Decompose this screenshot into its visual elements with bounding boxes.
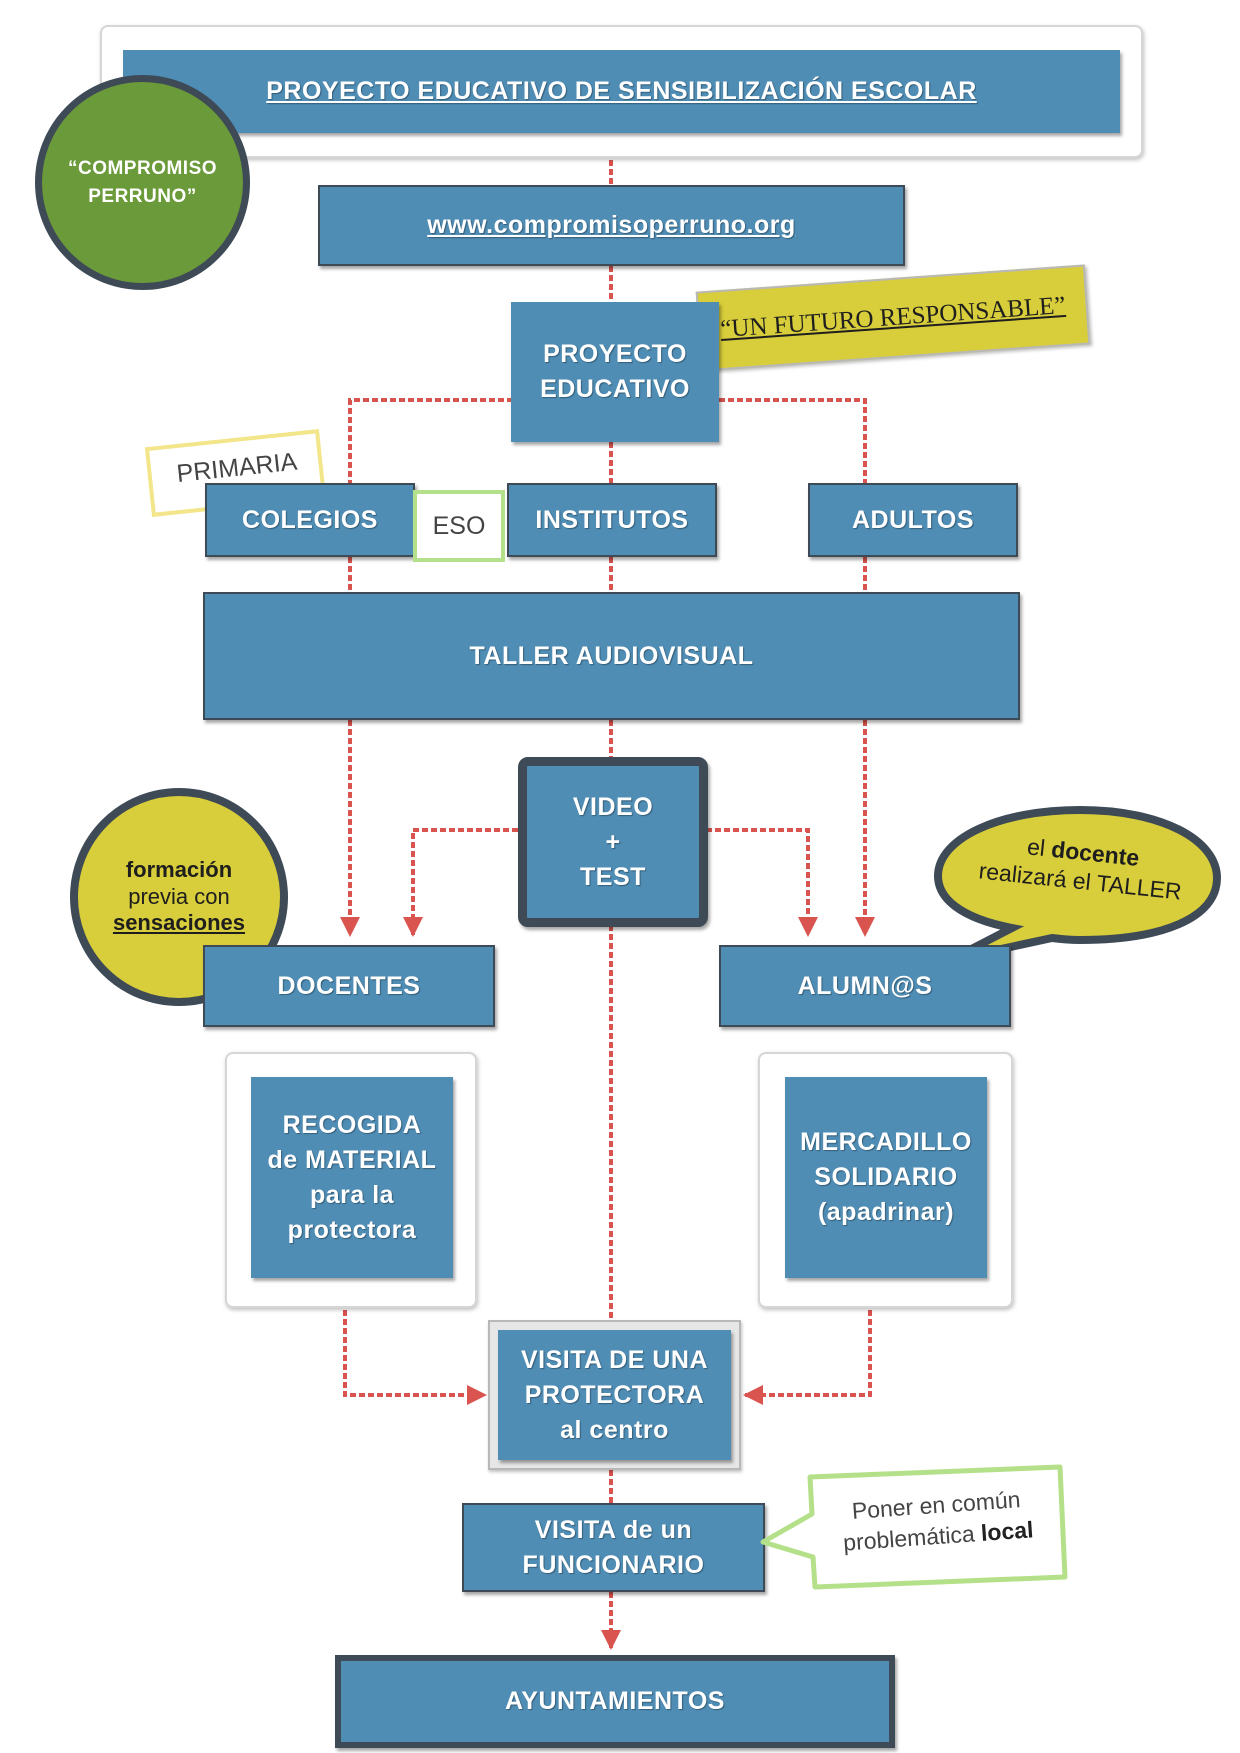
- colegios-box: COLEGIOS: [205, 483, 415, 557]
- website-box: www.compromisoperruno.org: [318, 185, 905, 266]
- formacion-line-3: sensaciones: [112, 910, 246, 936]
- taller-audiovisual-box: TALLER AUDIOVISUAL: [203, 592, 1020, 720]
- website-link[interactable]: www.compromisoperruno.org: [427, 211, 796, 239]
- recogida-line-4: protectora: [287, 1215, 417, 1244]
- taller-label: TALLER AUDIOVISUAL: [469, 641, 754, 670]
- local-note-line-2b: local: [980, 1516, 1035, 1547]
- docente-line-1a: el: [1025, 833, 1053, 862]
- recogida-line-2: de MATERIAL: [267, 1145, 437, 1174]
- docentes-box: DOCENTES: [203, 945, 495, 1027]
- badge-line-1: “COMPROMISO: [67, 157, 218, 179]
- colegios-label: COLEGIOS: [242, 505, 378, 534]
- formacion-note: formación previa con sensaciones: [70, 788, 288, 1006]
- arrow-video-to-docentes: [403, 828, 518, 937]
- local-note-line-2a: problemática: [842, 1520, 982, 1556]
- visita-protectora-line-2: PROTECTORA: [524, 1380, 705, 1409]
- project-line-2: EDUCATIVO: [540, 375, 690, 403]
- alumnos-label: ALUMN@S: [797, 971, 933, 1000]
- page-title: PROYECTO EDUCATIVO DE SENSIBILIZACIÓN ES…: [266, 77, 977, 105]
- adultos-box: ADULTOS: [808, 483, 1018, 557]
- speech-bubble-icon: [933, 805, 1222, 964]
- visita-protectora-line-3: al centro: [560, 1415, 669, 1444]
- alumnos-box: ALUMN@S: [719, 945, 1011, 1027]
- line-project-to-adultos: [719, 398, 867, 483]
- eso-label: ESO: [432, 511, 486, 540]
- compromiso-perruno-badge: “COMPROMISO PERRUNO”: [35, 75, 250, 290]
- visita-protectora-line-1: VISITA DE UNA: [520, 1345, 709, 1374]
- video-line: VIDEO: [572, 792, 654, 821]
- mercadillo-line-2: SOLIDARIO: [814, 1163, 958, 1191]
- eso-tag: ESO: [413, 490, 505, 562]
- slogan-text: “UN FUTURO RESPONSABLE”: [719, 291, 1067, 344]
- mercadillo-line-3: (apadrinar): [817, 1198, 955, 1226]
- funcionario-line-1: VISITA de un: [534, 1515, 693, 1544]
- funcionario-line-2: FUNCIONARIO: [522, 1550, 705, 1579]
- arrow-mercadillo-to-visita: [743, 1310, 872, 1405]
- video-test-box: VIDEO + TEST: [518, 757, 708, 927]
- proyecto-educativo-box: PROYECTO EDUCATIVO: [511, 302, 719, 442]
- local-note-bubble-icon: [760, 1464, 1068, 1590]
- badge-line-2: PERRUNO”: [88, 185, 197, 207]
- recogida-line-3: para la: [309, 1180, 395, 1209]
- docentes-label: DOCENTES: [277, 971, 421, 1000]
- mercadillo-line-1: MERCADILLO: [800, 1128, 972, 1156]
- project-line-1: PROYECTO: [543, 340, 687, 368]
- recogida-box: RECOGIDA de MATERIAL para la protectora: [251, 1077, 453, 1278]
- primaria-label: PRIMARIA: [175, 447, 299, 489]
- plus-line: +: [605, 827, 621, 856]
- visita-funcionario-box: VISITA de un FUNCIONARIO: [462, 1503, 765, 1592]
- institutos-label: INSTITUTOS: [535, 505, 689, 534]
- ayuntamientos-box: AYUNTAMIENTOS: [335, 1655, 895, 1748]
- recogida-line-1: RECOGIDA: [282, 1110, 422, 1139]
- adultos-label: ADULTOS: [851, 505, 975, 534]
- arrow-video-to-alumnos: [706, 828, 818, 937]
- arrow-recogida-to-visita: [343, 1310, 487, 1405]
- ayuntamientos-label: AYUNTAMIENTOS: [505, 1687, 725, 1715]
- line-project-to-colegios: [348, 398, 513, 483]
- visita-protectora-box: VISITA DE UNA PROTECTORA al centro: [498, 1330, 731, 1460]
- formacion-line-2: previa con: [128, 883, 230, 909]
- institutos-box: INSTITUTOS: [507, 483, 717, 557]
- test-line: TEST: [580, 862, 646, 891]
- title-box: PROYECTO EDUCATIVO DE SENSIBILIZACIÓN ES…: [123, 50, 1120, 133]
- formacion-line-1: formación: [125, 857, 233, 883]
- mercadillo-box: MERCADILLO SOLIDARIO (apadrinar): [785, 1077, 987, 1278]
